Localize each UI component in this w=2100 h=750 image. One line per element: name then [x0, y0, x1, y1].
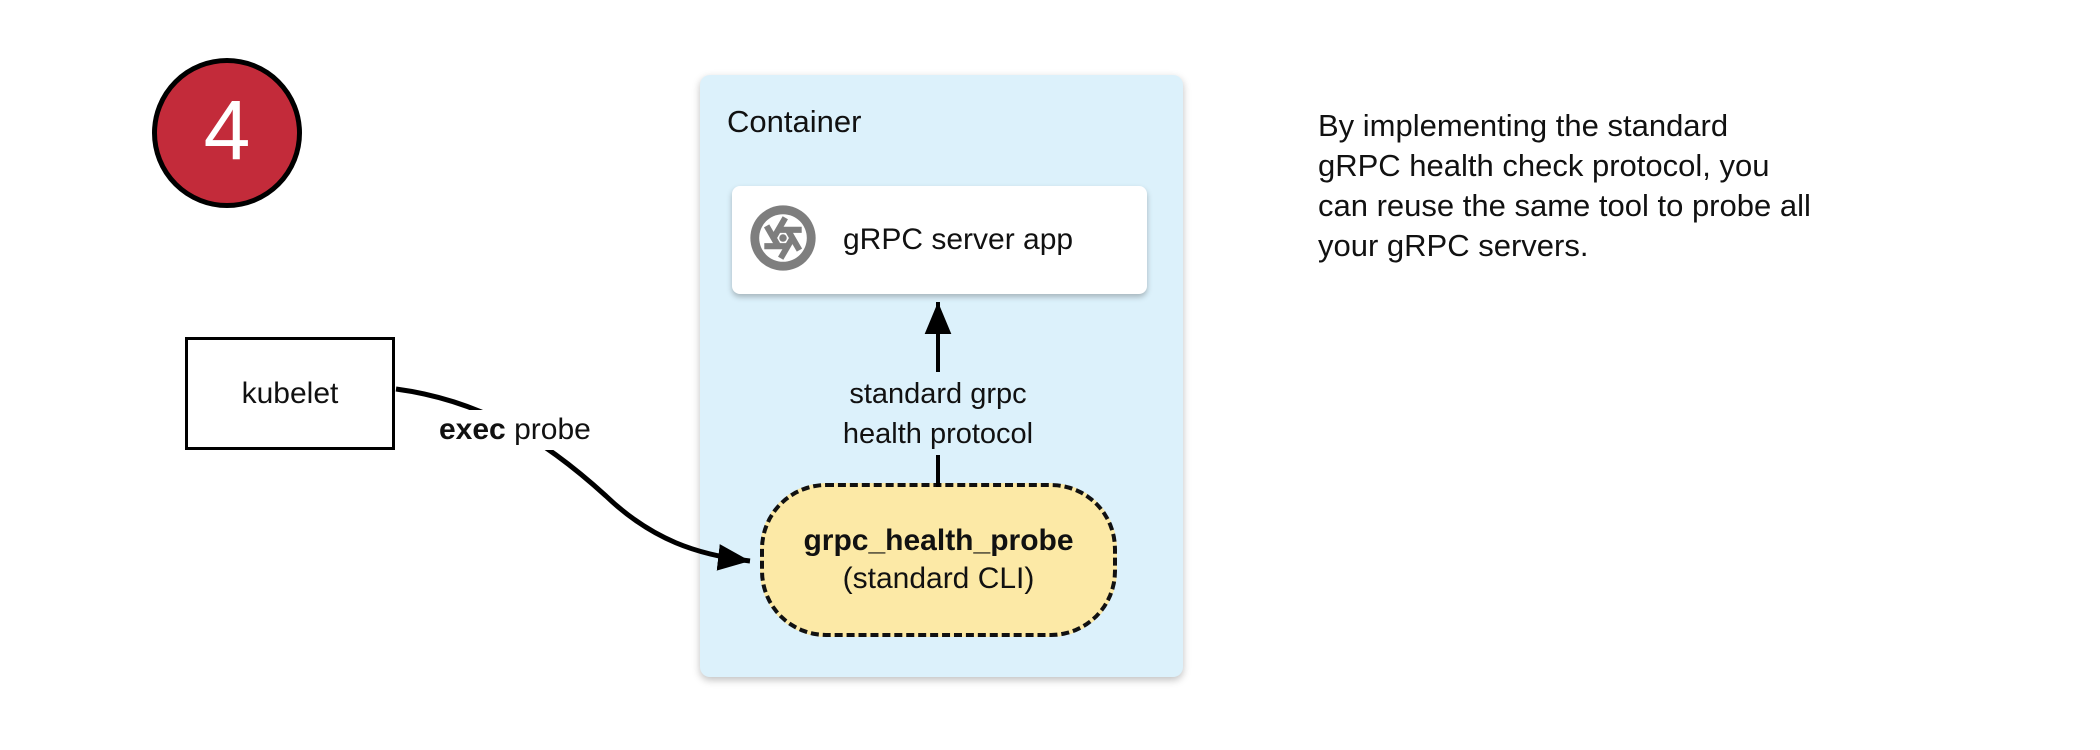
probe-title: grpc_health_probe — [803, 524, 1074, 557]
kubelet-box: kubelet — [185, 337, 395, 450]
server-app-card: gRPC server app — [732, 186, 1147, 294]
exec-probe-label-rest: probe — [505, 413, 591, 446]
exec-probe-label: exec probe — [433, 410, 597, 450]
probe-subtitle: (standard CLI) — [842, 562, 1035, 595]
exec-probe-label-bold: exec — [439, 413, 506, 446]
health-protocol-label: standard grpc health protocol — [842, 378, 1034, 450]
kubelet-label: kubelet — [241, 376, 339, 410]
step-number: 4 — [203, 83, 251, 177]
step-badge: 4 — [152, 58, 302, 208]
probe-pill: grpc_health_probe (standard CLI) — [760, 483, 1117, 637]
aperture-icon — [749, 204, 817, 277]
caption-text: By implementing the standard gRPC health… — [1318, 108, 1811, 263]
container-label: Container — [727, 104, 862, 139]
server-app-label: gRPC server app — [843, 223, 1074, 256]
